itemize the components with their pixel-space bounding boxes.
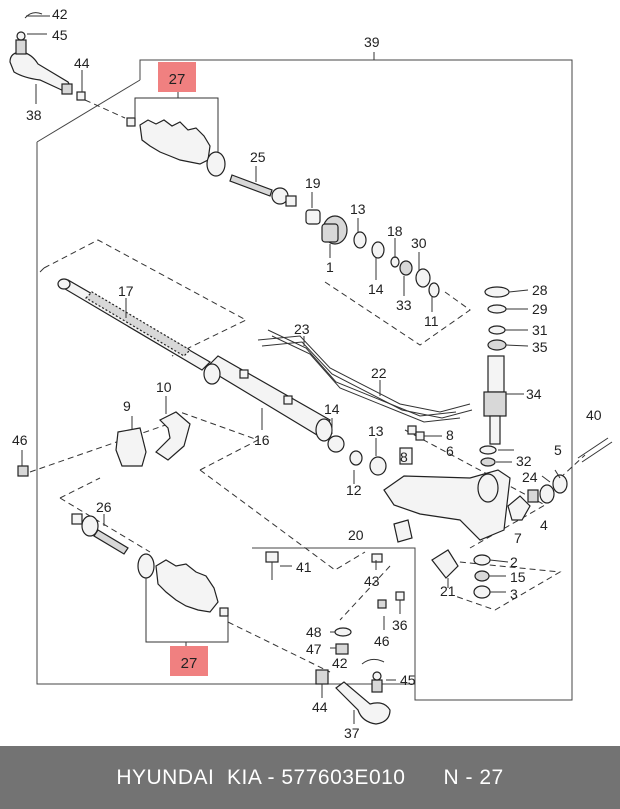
lower-bracket-parts (265, 551, 405, 665)
footer-bar: HYUNDAI KIA - 577603E010 N - 27 (0, 746, 620, 809)
callout-label: 12 (346, 482, 362, 498)
inner-tie-rod (229, 166, 297, 207)
tie-rod-end-top (9, 12, 86, 104)
tie-rod-end-bottom (315, 669, 396, 725)
callout-label: 43 (364, 573, 380, 589)
callout-label: 6 (446, 443, 454, 459)
callout-label: 1 (326, 259, 334, 275)
callout-label: 34 (526, 386, 542, 402)
callout-label: 45 (400, 672, 416, 688)
callout-label: 44 (74, 55, 90, 71)
callout-label: 11 (424, 313, 439, 329)
callout-label: 45 (52, 27, 68, 43)
bushing-group (305, 192, 440, 312)
callout-label: 41 (296, 559, 312, 575)
callout-label: 33 (396, 297, 412, 313)
callout-label: 46 (12, 432, 28, 448)
callout-label: 42 (332, 655, 348, 671)
highlight-box-27-top (158, 62, 196, 92)
callout-label: 18 (387, 223, 403, 239)
callout-label: 40 (586, 407, 602, 423)
pinion-valve (483, 286, 529, 445)
part-number-caption: HYUNDAI KIA - 577603E010 N - 27 (116, 765, 504, 789)
callout-label: 28 (532, 282, 548, 298)
callout-label: 3 (510, 586, 518, 602)
callout-label: 5 (554, 442, 562, 458)
callout-label: 32 (516, 453, 532, 469)
callout-label: 9 (123, 398, 131, 414)
rack-bar (57, 278, 211, 371)
highlight-label-27-bottom: 27 (181, 655, 198, 672)
callout-label: 4 (540, 517, 548, 533)
inner-tie-rod-lower (71, 513, 129, 555)
callout-label: 13 (350, 201, 366, 217)
callout-label: 36 (392, 617, 408, 633)
highlight-box-27-bottom (170, 646, 208, 676)
fluid-lines (257, 329, 473, 423)
callout-label: 29 (532, 301, 548, 317)
boot-lower (137, 553, 229, 650)
callout-label: 30 (411, 235, 427, 251)
callout-label: 10 (156, 379, 172, 395)
callout-label: 7 (514, 530, 522, 546)
bolt-and-nut (17, 450, 29, 477)
callout-label: 23 (294, 321, 310, 337)
callout-label: 20 (348, 527, 364, 543)
callout-label: 31 (532, 322, 548, 338)
callout-label: 21 (440, 583, 456, 599)
callout-label: 46 (374, 633, 390, 649)
lower-center-parts (393, 519, 509, 599)
callout-label: 42 (52, 6, 68, 22)
callout-labels: 42 45 44 38 39 25 19 13 1 18 30 14 33 11… (12, 6, 602, 741)
callout-label: 48 (306, 624, 322, 640)
callout-label: 8 (400, 449, 408, 465)
callout-label: 24 (522, 469, 538, 485)
callout-label: 14 (368, 281, 384, 297)
callout-label: 8 (446, 427, 454, 443)
mounting-clamp (115, 396, 191, 467)
adjuster-parts (507, 437, 613, 521)
dashed-guides (29, 99, 586, 673)
callout-label: 2 (510, 554, 518, 570)
callout-label: 25 (250, 149, 266, 165)
callout-label: 35 (532, 339, 548, 355)
callout-label: 17 (118, 283, 134, 299)
housing-tube (203, 355, 333, 442)
callout-label: 38 (26, 107, 42, 123)
callout-label: 37 (344, 725, 360, 741)
callout-label: 14 (324, 401, 340, 417)
gear-housing (383, 425, 514, 541)
small-seals (327, 418, 387, 484)
assembly-frame (36, 52, 573, 701)
callout-label: 13 (368, 423, 384, 439)
callout-label: 16 (254, 432, 270, 448)
boot-top (126, 84, 226, 177)
callout-label: 39 (364, 34, 380, 50)
callout-label: 44 (312, 699, 328, 715)
callout-label: 26 (96, 499, 112, 515)
callout-label: 15 (510, 569, 526, 585)
highlight-label-27-top: 27 (169, 71, 186, 88)
callout-label: 22 (371, 365, 387, 381)
callout-label: 19 (305, 175, 321, 191)
callout-label: 47 (306, 641, 322, 657)
